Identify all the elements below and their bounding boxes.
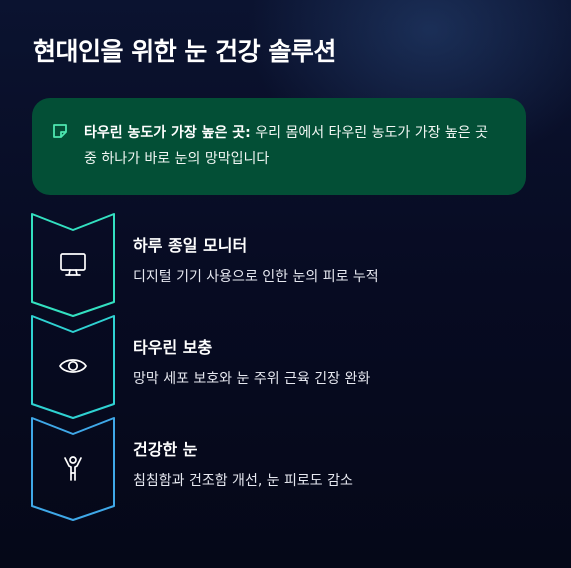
chevron-shape: [31, 315, 115, 419]
chevron-shape: [31, 213, 115, 317]
step-desc: 망막 세포 보호와 눈 주위 근육 긴장 완화: [133, 371, 371, 387]
page-title: 현대인을 위한 눈 건강 솔루션: [33, 37, 336, 66]
callout-body: 우리 몸에서 타우린 농도가 가장 높은 곳 중 하나가 바로 눈의 망막입니다: [84, 125, 489, 167]
step-healthy-eyes: 건강한 눈 침침함과 건조함 개선, 눈 피로도 감소: [30, 416, 550, 522]
chevron-shape: [31, 417, 115, 521]
person-cheer-icon: [64, 456, 82, 481]
eye-icon: [59, 359, 87, 373]
step-monitor: 하루 종일 모니터 디지털 기기 사용으로 인한 눈의 피로 누적: [30, 212, 550, 318]
monitor-icon: [60, 253, 86, 276]
step-title: 건강한 눈: [133, 440, 198, 459]
note-icon: [53, 124, 67, 138]
step-desc: 디지털 기기 사용으로 인한 눈의 피로 누적: [133, 269, 379, 285]
step-taurine: 타우린 보충 망막 세포 보호와 눈 주위 근육 긴장 완화: [30, 314, 550, 420]
step-desc: 침침함과 건조함 개선, 눈 피로도 감소: [133, 473, 353, 489]
step-title: 타우린 보충: [133, 338, 213, 357]
callout-text: 타우린 농도가 가장 높은 곳: 우리 몸에서 타우린 농도가 가장 높은 곳 …: [84, 120, 502, 172]
callout-bold: 타우린 농도가 가장 높은 곳:: [84, 125, 251, 141]
taurine-callout: 타우린 농도가 가장 높은 곳: 우리 몸에서 타우린 농도가 가장 높은 곳 …: [32, 98, 526, 195]
step-title: 하루 종일 모니터: [133, 236, 248, 255]
